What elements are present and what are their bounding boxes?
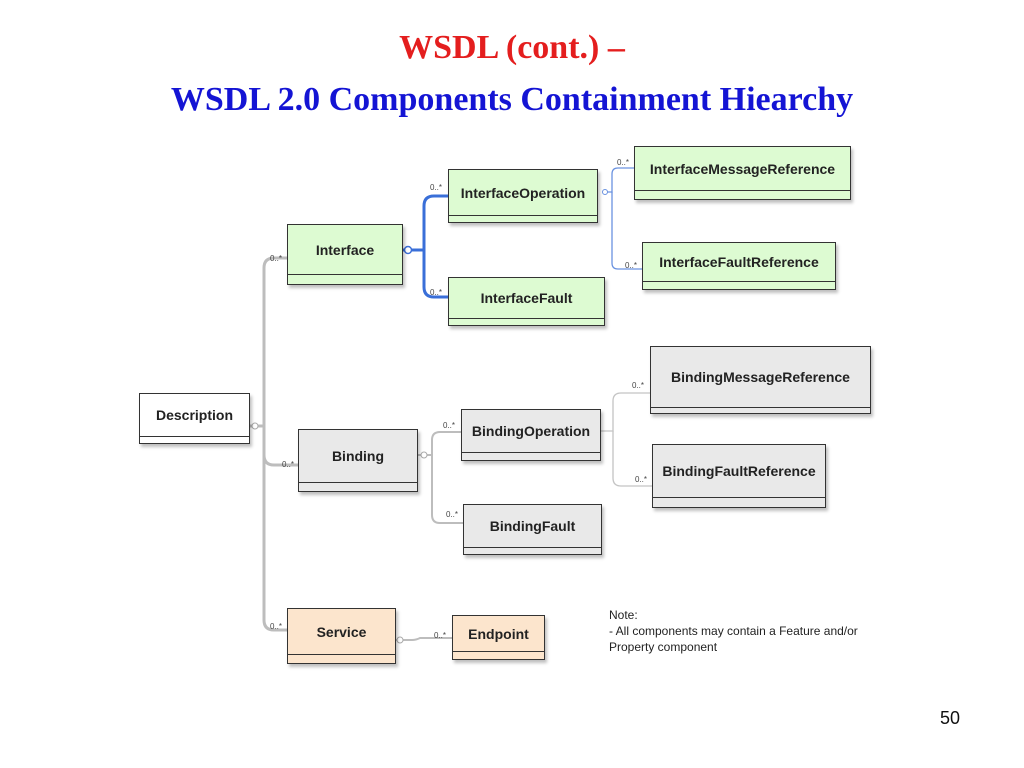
interface-fault-label: InterfaceFault	[480, 290, 573, 306]
connector-dot	[420, 451, 428, 459]
title-line-1: WSDL (cont.) –	[399, 29, 625, 66]
connector-interfaceop-messageref	[602, 167, 635, 193]
connector-dot	[251, 422, 259, 430]
connector-service-endpoint	[395, 637, 453, 641]
connector-interfaceop-faultref	[611, 191, 643, 270]
interface-message-reference-label: InterfaceMessageReference	[649, 160, 836, 177]
note-line-2: Property component	[609, 640, 718, 654]
interface-label: Interface	[315, 241, 375, 258]
multiplicity-label: 0..*	[443, 421, 456, 430]
connector-interface-operation	[401, 194, 450, 252]
binding-message-reference-label: BindingMessageReference	[671, 369, 850, 385]
connector-dot	[403, 245, 413, 255]
title-line-2: WSDL 2.0 Components Containment Hiearchy	[170, 81, 854, 118]
note: Note: - All components may contain a Fea…	[609, 607, 858, 655]
connector-description-service	[262, 453, 289, 632]
endpoint-box: Endpoint	[452, 615, 545, 660]
binding-operation-box: BindingOperation	[461, 409, 601, 461]
service-box: Service	[287, 608, 396, 664]
interface-box: Interface	[287, 224, 403, 285]
multiplicity-label: 0..*	[430, 183, 443, 192]
binding-label: Binding	[331, 448, 385, 464]
connector-binding-fault	[431, 454, 464, 524]
binding-box: Binding	[298, 429, 418, 492]
binding-operation-label: BindingOperation	[471, 423, 591, 439]
multiplicity-label: 0..*	[625, 261, 638, 270]
description-box: Description	[139, 393, 250, 444]
binding-fault-box: BindingFault	[463, 504, 602, 555]
endpoint-label: Endpoint	[468, 625, 529, 642]
connector-description-interface	[248, 256, 289, 428]
multiplicity-label: 0..*	[446, 510, 459, 519]
interface-operation-label: InterfaceOperation	[460, 184, 586, 201]
multiplicity-label: 0..*	[617, 158, 630, 167]
connector-bindingop-faultref	[612, 430, 653, 487]
note-heading: Note:	[609, 608, 638, 622]
interface-fault-box: InterfaceFault	[448, 277, 605, 326]
connector-dot	[602, 189, 608, 195]
multiplicity-label: 0..*	[632, 381, 645, 390]
multiplicity-label: 0..*	[270, 254, 283, 263]
description-label: Description	[155, 407, 233, 423]
binding-message-reference-box: BindingMessageReference	[650, 346, 871, 414]
binding-fault-label: BindingFault	[489, 518, 576, 534]
binding-fault-reference-box: BindingFaultReference	[652, 444, 826, 508]
connector-dot	[396, 636, 404, 644]
multiplicity-label: 0..*	[635, 475, 648, 484]
connector-bindingop-messageref	[600, 392, 651, 432]
interface-fault-reference-box: InterfaceFaultReference	[642, 242, 836, 290]
page-number: 50	[940, 708, 961, 728]
connector-interface-fault	[422, 248, 450, 299]
interface-message-reference-box: InterfaceMessageReference	[634, 146, 851, 200]
service-label: Service	[316, 623, 367, 640]
interface-operation-box: InterfaceOperation	[448, 169, 598, 223]
multiplicity-label: 0..*	[430, 288, 443, 297]
interface-fault-reference-label: InterfaceFaultReference	[659, 254, 819, 270]
multiplicity-label: 0..*	[282, 460, 295, 469]
binding-fault-reference-label: BindingFaultReference	[662, 463, 816, 479]
note-line-1: - All components may contain a Feature a…	[609, 624, 858, 638]
connector-binding-operation	[417, 431, 462, 456]
multiplicity-label: 0..*	[270, 622, 283, 631]
multiplicity-label: 0..*	[434, 631, 447, 640]
